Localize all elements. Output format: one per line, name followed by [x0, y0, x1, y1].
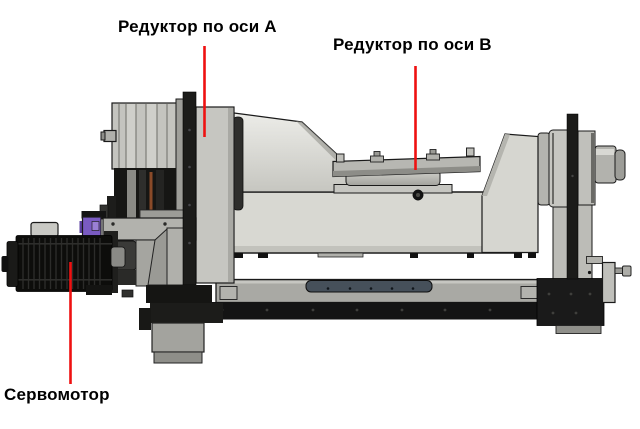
input-shaft [103, 129, 117, 143]
left-base-bar [146, 285, 212, 303]
post-bolts [188, 128, 191, 245]
base-bolt [121, 289, 134, 298]
base-right-block [536, 278, 605, 326]
slot-plate-dots [326, 287, 415, 290]
motor-band [16, 243, 112, 245]
motor-mount [86, 285, 112, 295]
strip-dot [571, 174, 574, 178]
connector-cap [81, 211, 106, 219]
left-foot-step [153, 351, 203, 364]
clamp-base-2 [370, 155, 384, 163]
tailstock-black-strip [566, 113, 579, 280]
motor-rear-nub [1, 256, 9, 272]
disc-band [126, 104, 136, 168]
body-bottom-shade [230, 246, 518, 252]
right-trunnion-support [481, 133, 539, 254]
trunnion-body [227, 191, 520, 254]
bracket-bolt [587, 270, 592, 275]
column-shade-line [591, 133, 594, 203]
disc-band [146, 104, 157, 168]
adjust-screw-hex [622, 265, 632, 277]
motor-band [16, 279, 112, 281]
leader-lines [69, 46, 417, 384]
lower-fitting [116, 270, 136, 285]
frame-bolt [163, 222, 167, 226]
coupling-cylinder [110, 246, 126, 268]
table-plate-edge-shade [333, 166, 480, 177]
support-column [166, 227, 185, 286]
disc-seam [552, 133, 554, 204]
gear-bar-dark-2 [156, 170, 164, 236]
beam-right-notch [520, 286, 539, 299]
body-foot [258, 253, 268, 258]
left-base-corner [139, 308, 151, 330]
encoder-cap [30, 221, 59, 238]
left-side-plate [195, 106, 235, 284]
clamp-tab-1 [336, 153, 345, 163]
clamp-base-3 [426, 153, 440, 161]
left-base-bar-lower [150, 303, 223, 323]
connector-window [91, 221, 100, 231]
disc-seams [118, 104, 168, 168]
axis-b-reducer-label: Редуктор по оси B [333, 35, 492, 54]
left-foot-block [151, 322, 205, 353]
connector-tab [79, 221, 83, 233]
frame-bolt [111, 222, 115, 226]
left-black-post [182, 91, 197, 286]
right-foot [555, 325, 602, 334]
support-slope-shade [482, 134, 510, 196]
body-foot [232, 253, 243, 258]
axis-a-reducer-label: Редуктор по оси A [118, 17, 277, 36]
end-bracket-plate [601, 261, 616, 304]
a-axis-reducer [99, 91, 235, 364]
tailstock [537, 129, 626, 283]
body-foot [467, 253, 474, 258]
gear-bar-dark [139, 170, 146, 236]
cylinder-highlight [596, 149, 614, 155]
base-beam [212, 256, 632, 334]
beam-left-notch [219, 286, 238, 300]
body-foot [410, 253, 418, 258]
b-axis-reducer-table [332, 147, 481, 201]
belt-strip [149, 172, 153, 216]
right-block-dots [547, 292, 592, 315]
body-foot-plate [317, 252, 364, 258]
adjust-screw-shaft [614, 267, 624, 274]
servo-motor [1, 211, 126, 295]
gear-bar [127, 170, 136, 236]
body-box [227, 191, 520, 254]
plate-shade [228, 108, 233, 282]
beam-black [212, 302, 560, 320]
clamp-knob-center [416, 193, 420, 197]
servo-motor-label: Сервомотор [4, 385, 110, 404]
support-body [481, 133, 539, 254]
cylinder-end-cap [614, 149, 626, 181]
motor-rear-cap [6, 241, 19, 287]
shaft-cap [100, 131, 106, 141]
clamp-tab-4 [466, 147, 475, 157]
tailstock-ring-band [537, 132, 551, 206]
beam-slot-plate [305, 280, 433, 293]
bracket-step [586, 256, 603, 264]
body-feet [232, 252, 536, 258]
body-foot [528, 253, 536, 258]
motor-ribs [22, 238, 101, 289]
body-foot [514, 253, 522, 258]
